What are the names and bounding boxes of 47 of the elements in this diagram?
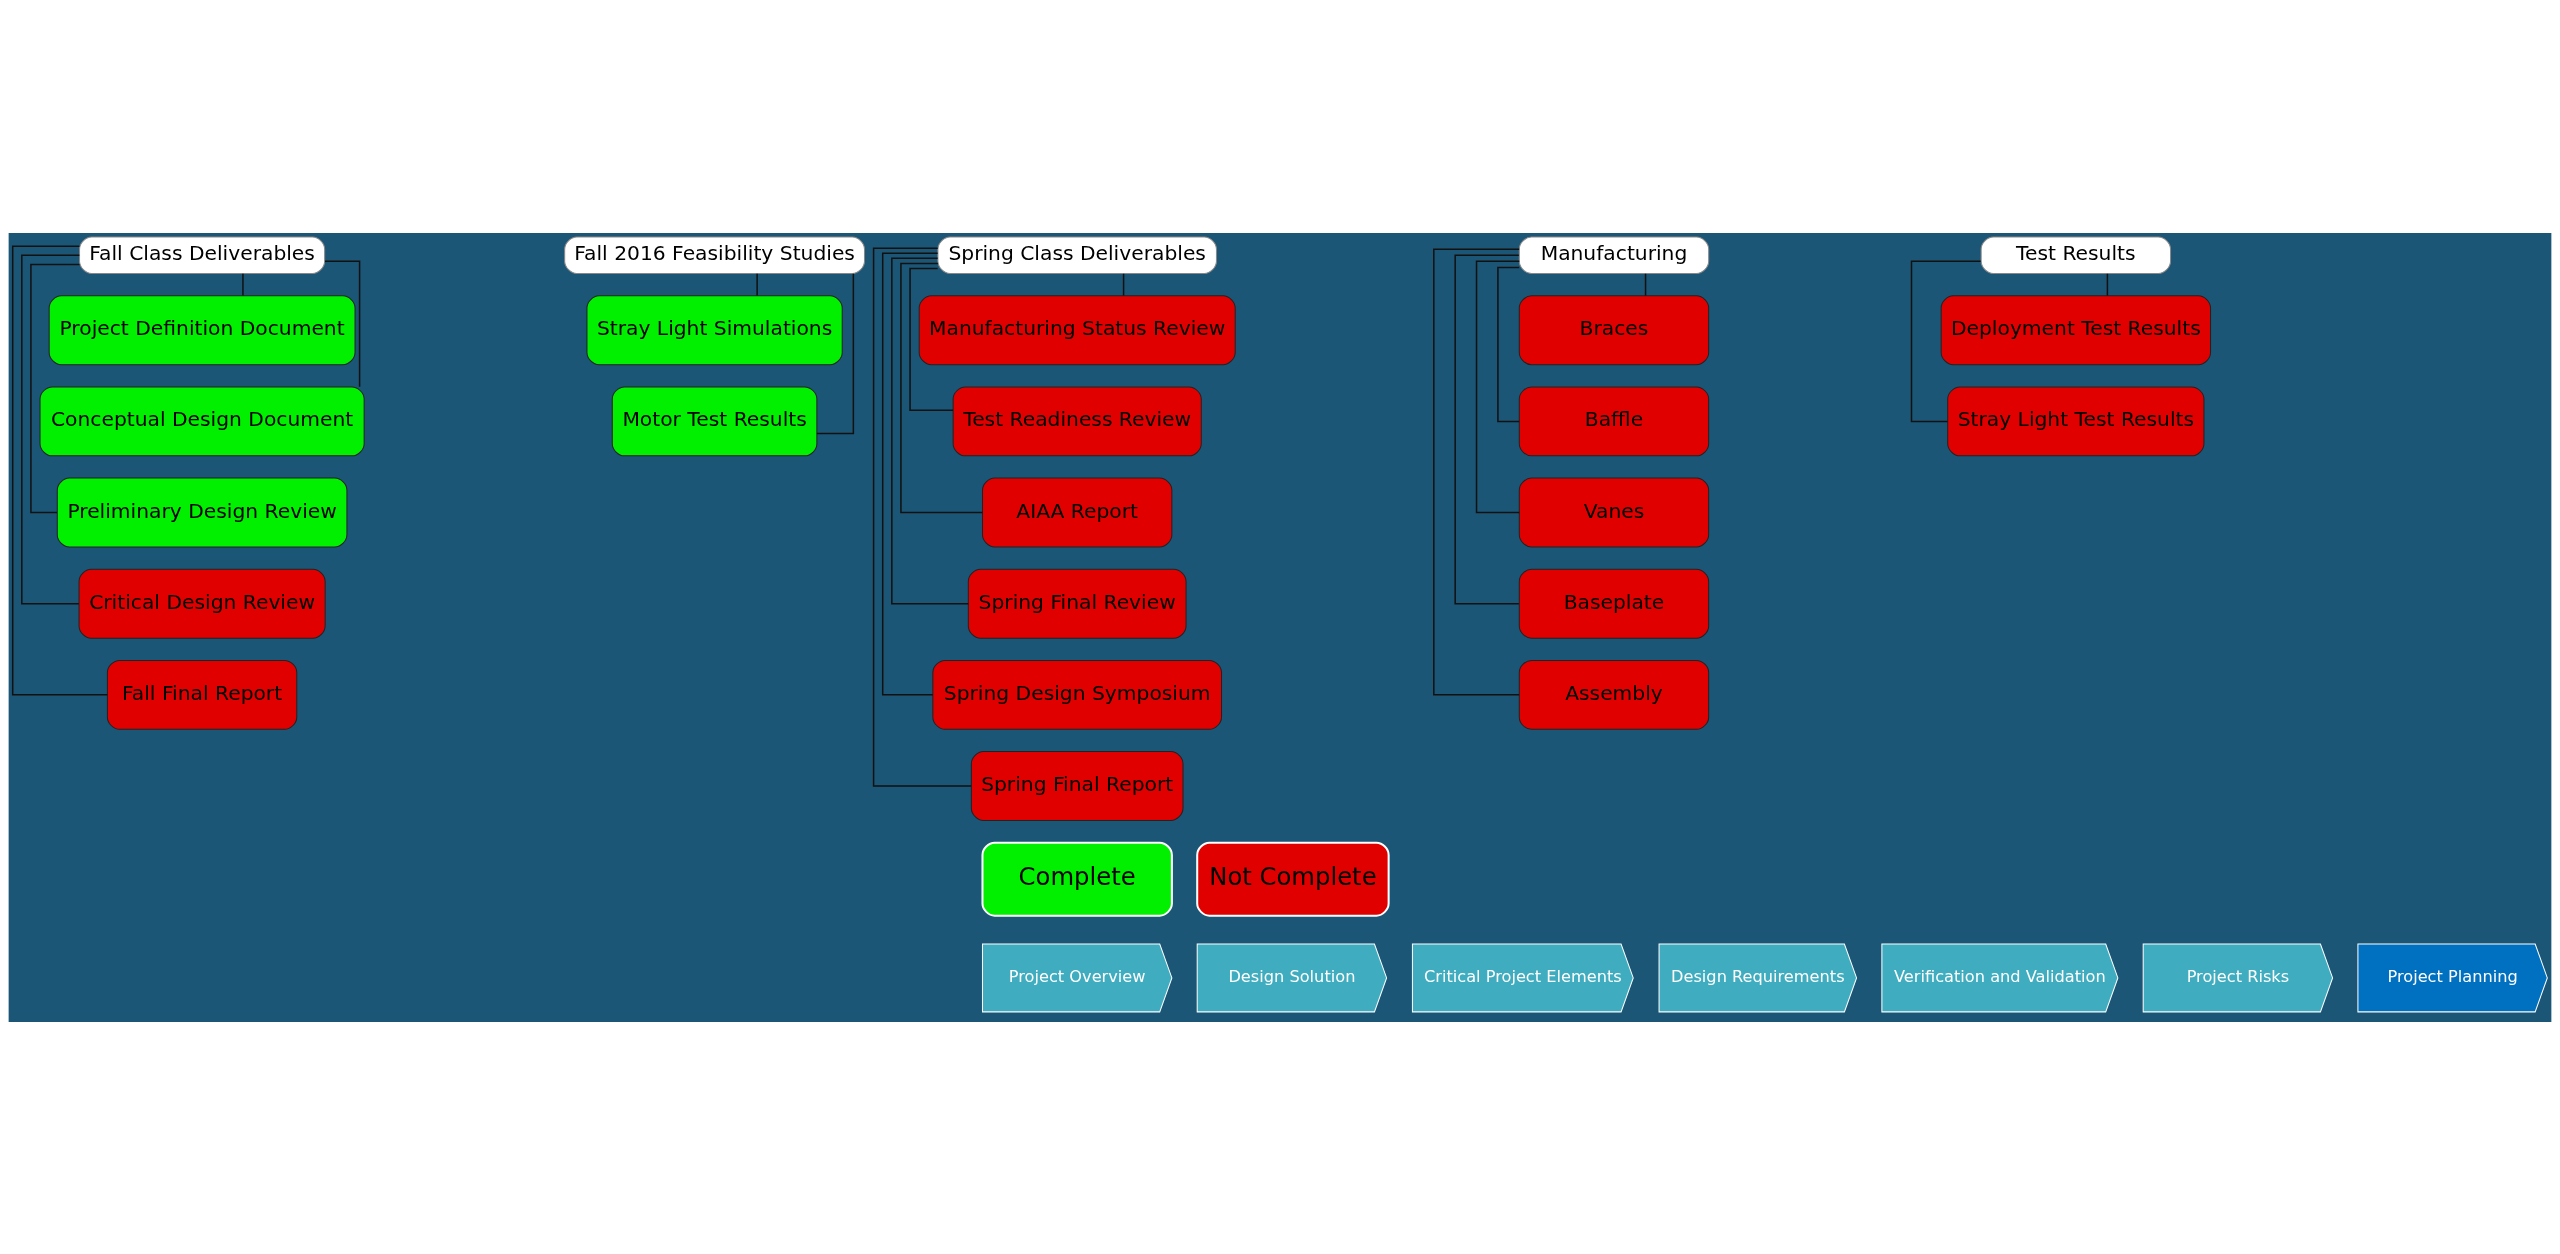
node-box: Vanes (1518, 477, 1710, 547)
connector (756, 272, 758, 296)
node-box: Test Readiness Review (952, 385, 1202, 456)
node-box: Baffle (1518, 385, 1710, 456)
node-box: Stray Light Simulations (586, 294, 843, 365)
node-box: Motor Test Results (611, 385, 818, 456)
node-box: Fall 2016 Feasibility Studies (564, 236, 865, 274)
connector (1454, 254, 1520, 604)
node-box: Braces (1518, 294, 1710, 365)
connector (30, 263, 81, 513)
node-box: AIAA Report (981, 477, 1173, 547)
connector (881, 252, 939, 696)
node-box: Stray Light Test Results (1947, 385, 2205, 456)
node-box: Test Results (1980, 236, 2172, 274)
node-box: Manufacturing Status Review (918, 294, 1236, 365)
connector (900, 262, 984, 513)
connector (891, 257, 970, 604)
node-box: Conceptual Design Document (39, 385, 365, 456)
connector (11, 244, 109, 696)
node-box: Project Definition Document (48, 294, 356, 365)
connector (816, 272, 855, 434)
node-box: Manufacturing (1518, 236, 1710, 274)
connector (21, 254, 81, 604)
connector (1122, 272, 1125, 296)
legend-label: Complete (1018, 861, 1136, 891)
node-box: Deployment Test Results (1940, 294, 2212, 365)
connector (1433, 247, 1520, 696)
connector (1910, 260, 1982, 422)
connector (242, 272, 244, 296)
connector (1497, 266, 1520, 422)
node-box: Spring Class Deliverables (937, 236, 1217, 274)
node-box: Spring Final Review (967, 568, 1187, 639)
node-box: Spring Final Report (970, 750, 1184, 821)
node-box: Critical Design Review (78, 568, 326, 639)
connector (909, 267, 954, 411)
node-box: Fall Final Report (106, 659, 298, 730)
node-box: Assembly (1518, 659, 1710, 730)
node-box: Fall Class Deliverables (79, 236, 326, 274)
node-box: Baseplate (1518, 568, 1710, 639)
connector (2106, 272, 2109, 296)
connector (1644, 272, 1647, 296)
node-box: Spring Design Symposium (932, 659, 1222, 730)
connector (324, 260, 361, 387)
connector (872, 246, 972, 787)
legend-label: Not Complete (1209, 861, 1377, 891)
node-box: Preliminary Design Review (56, 477, 348, 547)
connector (1475, 260, 1521, 513)
